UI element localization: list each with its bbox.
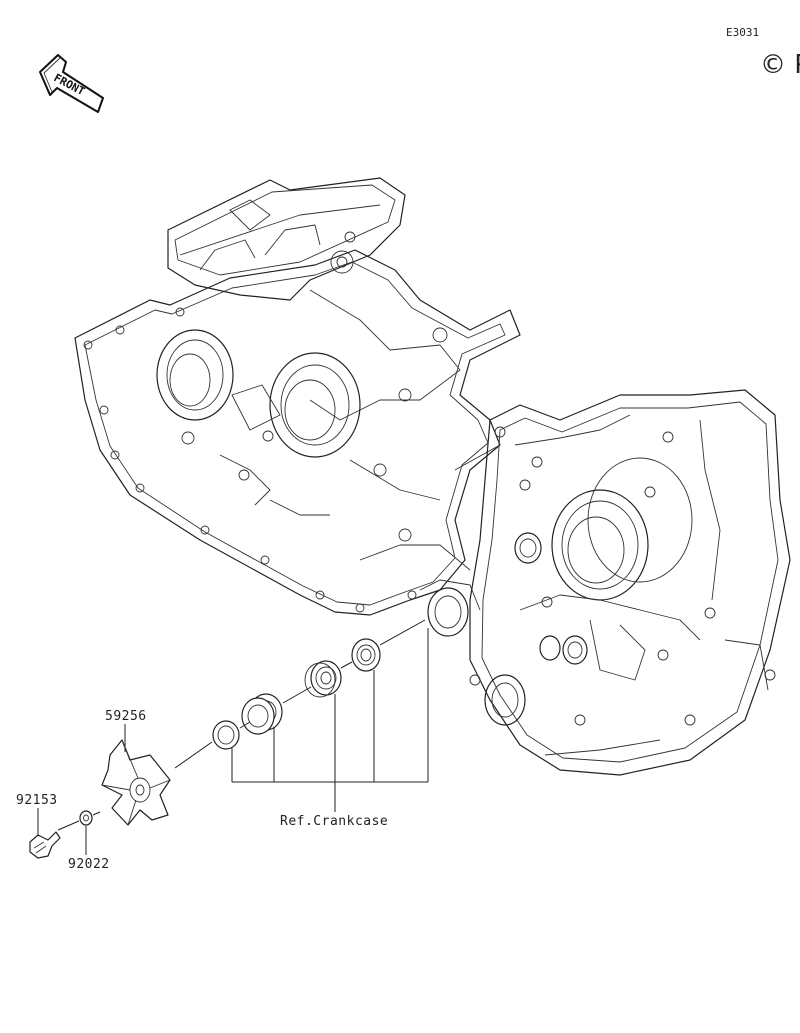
reference-label: Ref.Crankcase (280, 814, 388, 829)
front-arrow-icon: FRONT (39, 54, 104, 113)
bolt-92153 (29, 831, 61, 859)
copyright-mark: © P (760, 50, 800, 80)
part-number-92153: 92153 (16, 793, 58, 808)
oil-seal-outer (351, 638, 381, 672)
part-number-59256: 59256 (105, 709, 147, 724)
washer-92022 (79, 810, 93, 826)
impeller-59256 (101, 739, 171, 826)
crankcase-outline (74, 177, 791, 776)
ball-bearing (304, 660, 342, 698)
diagram-code: E3031 (726, 26, 759, 39)
reference-bracket (231, 628, 429, 812)
mechanical-seal (241, 693, 283, 735)
part-number-92022: 92022 (68, 857, 110, 872)
seal-ring (212, 720, 240, 750)
